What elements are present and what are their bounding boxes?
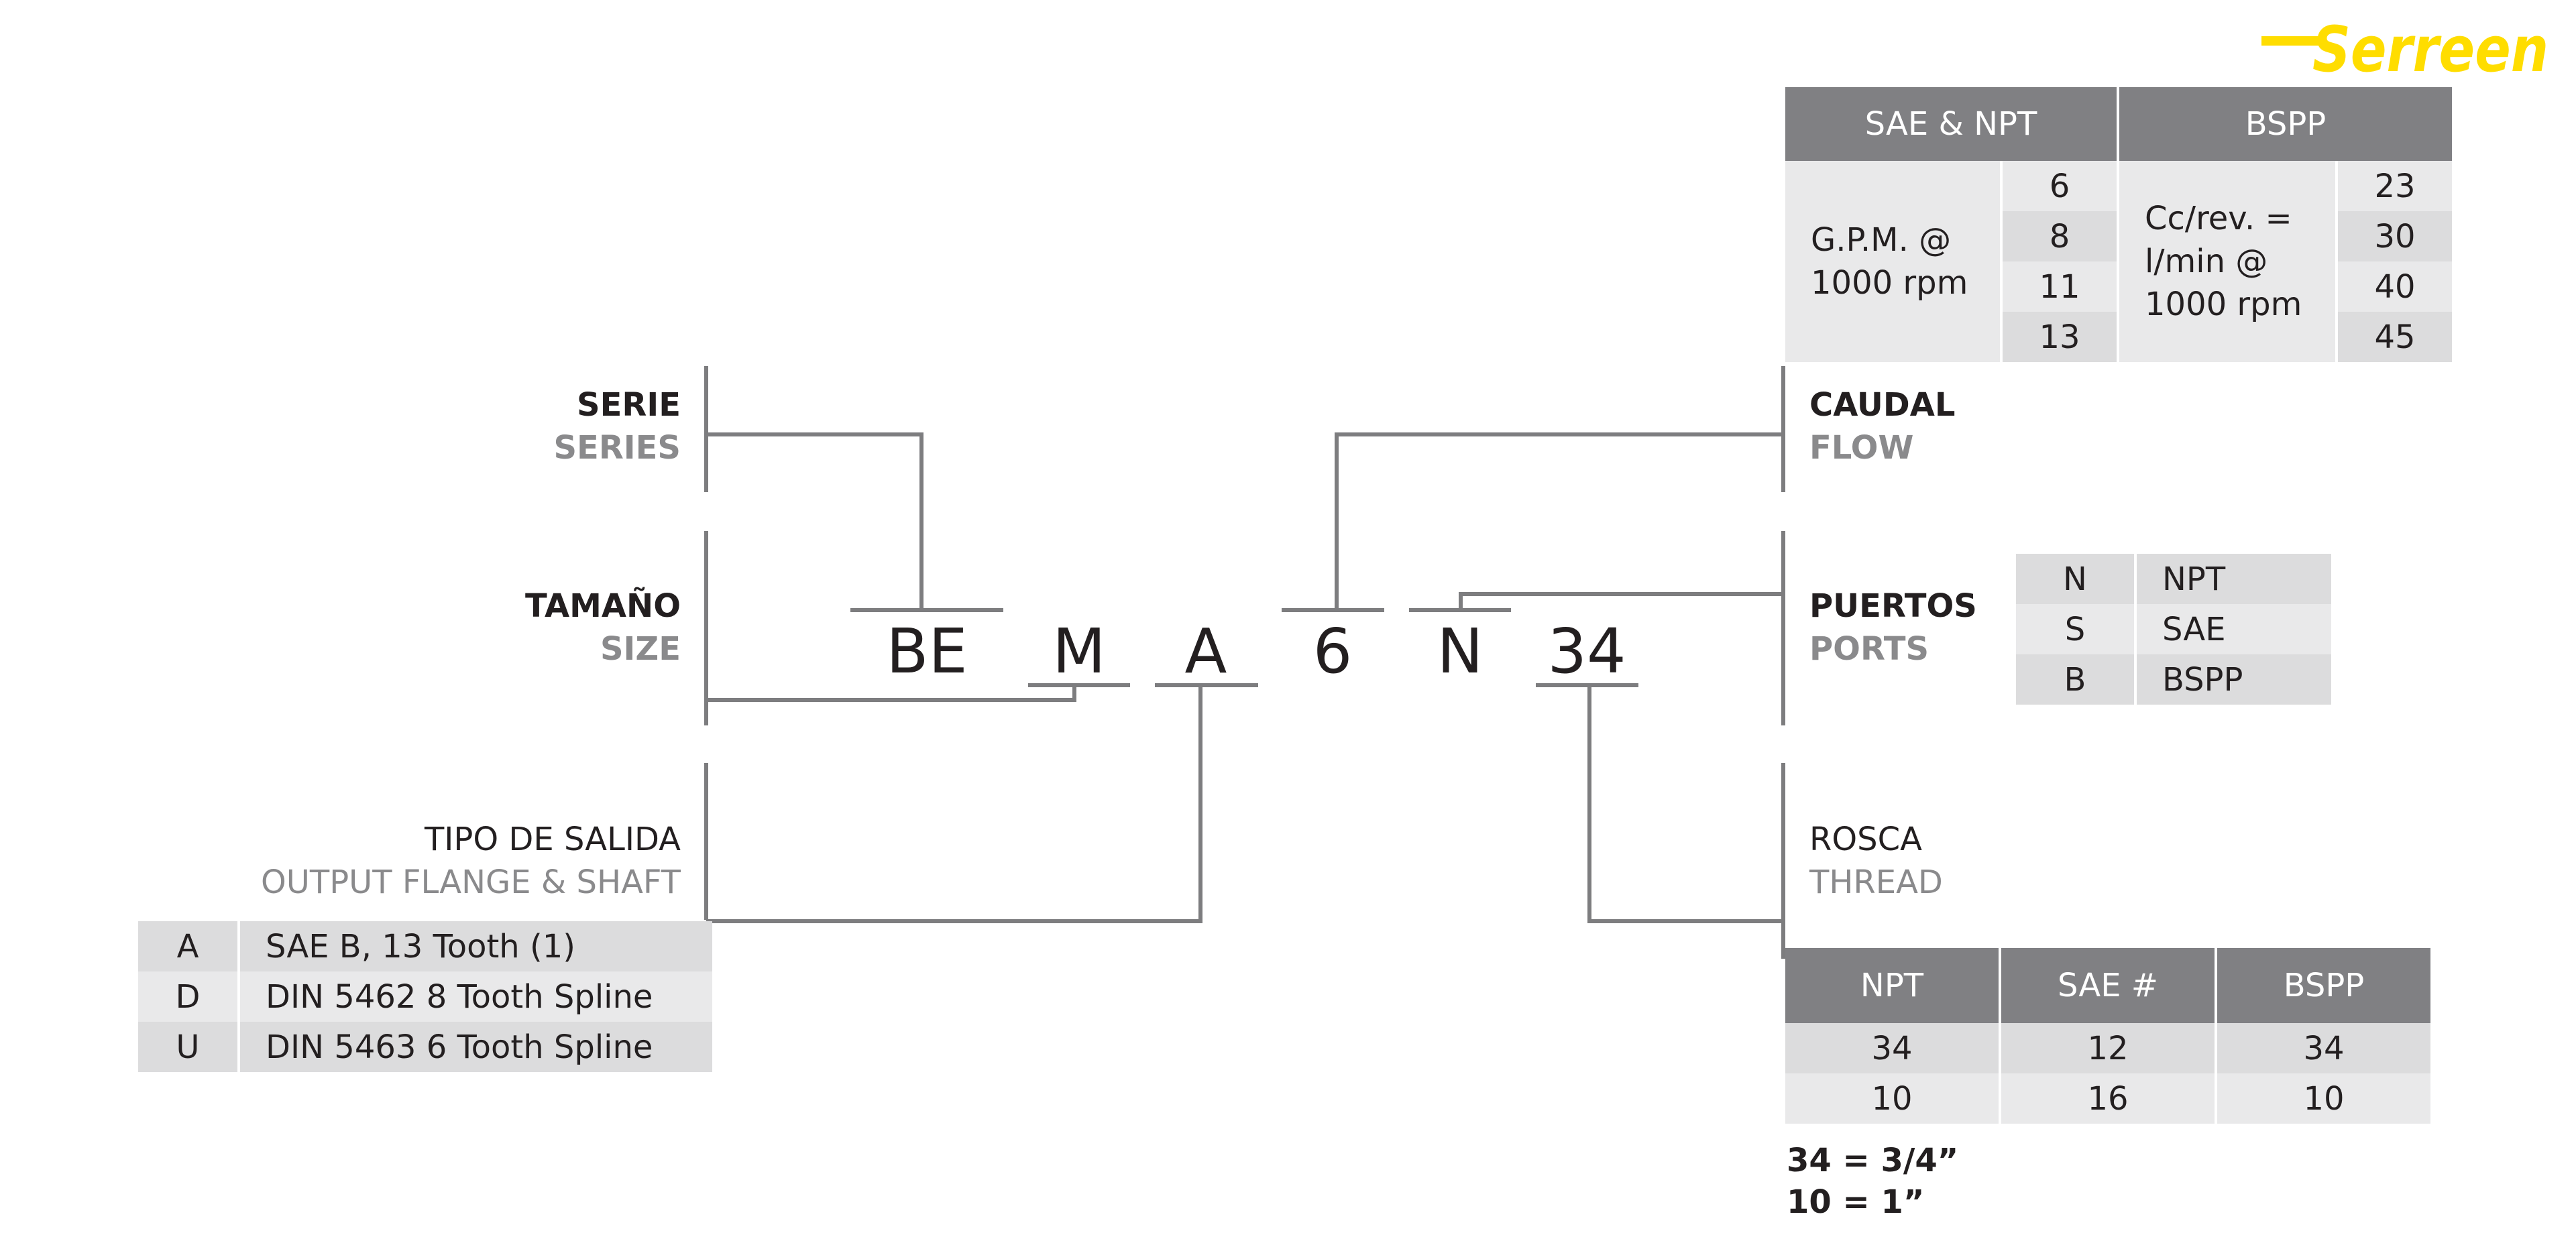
thread-header-npt: NPT (1785, 948, 1999, 1023)
flow-gpm-label: G.P.M. @ 1000 rpm (1785, 161, 2000, 362)
thread-header-sae: SAE # (2001, 948, 2215, 1023)
ports-desc: NPT (2137, 554, 2331, 604)
label-tamano: TAMAÑO SIZE (469, 585, 681, 670)
output-code: U (138, 1022, 237, 1072)
label-puertos: PUERTOS PORTS (1809, 585, 1977, 670)
thread-cell: 34 (1785, 1023, 1999, 1073)
label-rosca: ROSCA THREAD (1809, 818, 1943, 904)
output-desc: DIN 5462 8 Tooth Spline (240, 971, 712, 1022)
leader-puertos (1459, 592, 1783, 610)
flow-table: SAE & NPT BSPP G.P.M. @ 1000 rpm 6 8 11 … (1785, 87, 2452, 362)
flow-cc-value: 23 (2338, 161, 2452, 211)
label-caudal-es: CAUDAL (1809, 386, 1956, 424)
serreen-logo: Serreen (2261, 13, 2549, 83)
ports-code: S (2016, 604, 2134, 654)
code-part-be: BE (886, 615, 968, 687)
thread-cell: 12 (2001, 1023, 2215, 1073)
output-code: A (138, 921, 237, 971)
ports-desc: BSPP (2137, 654, 2331, 705)
thread-table: NPT SAE # BSPP 34 12 34 10 16 10 (1785, 948, 2430, 1124)
label-tipo-es: TIPO DE SALIDA (424, 821, 681, 858)
leader-rosca (1587, 685, 1783, 923)
flow-gpm-value: 6 (2003, 161, 2117, 211)
thread-cell: 34 (2217, 1023, 2430, 1073)
label-rosca-es: ROSCA (1809, 821, 1922, 858)
flow-header-bspp: BSPP (2119, 87, 2452, 161)
flow-cc-value: 45 (2338, 312, 2452, 362)
label-tamano-es: TAMAÑO (524, 587, 681, 625)
ports-code: B (2016, 654, 2134, 705)
output-desc: SAE B, 13 Tooth (1) (240, 921, 712, 971)
flow-cc-label: Cc/rev. = l/min @ 1000 rpm (2119, 161, 2335, 362)
thread-cell: 10 (2217, 1073, 2430, 1124)
code-part-6: 6 (1312, 615, 1353, 687)
leader-tamano (706, 685, 1076, 702)
flow-gpm-value: 13 (2003, 312, 2117, 362)
leader-serie (706, 432, 923, 610)
label-tipo-en: OUTPUT FLANGE & SHAFT (260, 864, 681, 901)
flow-header-sae-npt: SAE & NPT (1785, 87, 2117, 161)
label-tamano-en: SIZE (600, 630, 681, 668)
label-rosca-en: THREAD (1809, 864, 1943, 901)
ports-code: N (2016, 554, 2134, 604)
label-serie-es: SERIE (577, 386, 681, 424)
label-puertos-es: PUERTOS (1809, 587, 1977, 625)
svg-text:Serreen: Serreen (2312, 13, 2549, 83)
flow-gpm-value: 11 (2003, 261, 2117, 312)
flow-cc-value: 40 (2338, 261, 2452, 312)
ports-desc: SAE (2137, 604, 2331, 654)
label-tipo: TIPO DE SALIDA OUTPUT FLANGE & SHAFT (134, 818, 681, 904)
leader-caudal (1335, 432, 1783, 610)
thread-cell: 10 (1785, 1073, 1999, 1124)
flow-cc-value: 30 (2338, 211, 2452, 261)
thread-cell: 16 (2001, 1073, 2215, 1124)
output-code: D (138, 971, 237, 1022)
thread-note-34: 34 = 3/4” (1787, 1142, 1959, 1179)
code-part-34: 34 (1547, 615, 1626, 687)
code-part-m: M (1052, 615, 1106, 687)
label-puertos-en: PORTS (1809, 630, 1929, 668)
label-caudal: CAUDAL FLOW (1809, 383, 1955, 469)
leader-tipo (706, 685, 1202, 923)
ports-table: N NPT S SAE B BSPP (2016, 554, 2331, 705)
code-part-a: A (1184, 615, 1227, 687)
code-part-n: N (1437, 615, 1483, 687)
label-serie-en: SERIES (553, 429, 681, 467)
label-serie: SERIE SERIES (469, 383, 681, 469)
thread-note-10: 10 = 1” (1787, 1183, 1925, 1221)
label-caudal-en: FLOW (1809, 429, 1914, 467)
output-desc: DIN 5463 6 Tooth Spline (240, 1022, 712, 1072)
thread-header-bspp: BSPP (2217, 948, 2430, 1023)
output-table: A SAE B, 13 Tooth (1) D DIN 5462 8 Tooth… (138, 921, 712, 1072)
flow-gpm-value: 8 (2003, 211, 2117, 261)
